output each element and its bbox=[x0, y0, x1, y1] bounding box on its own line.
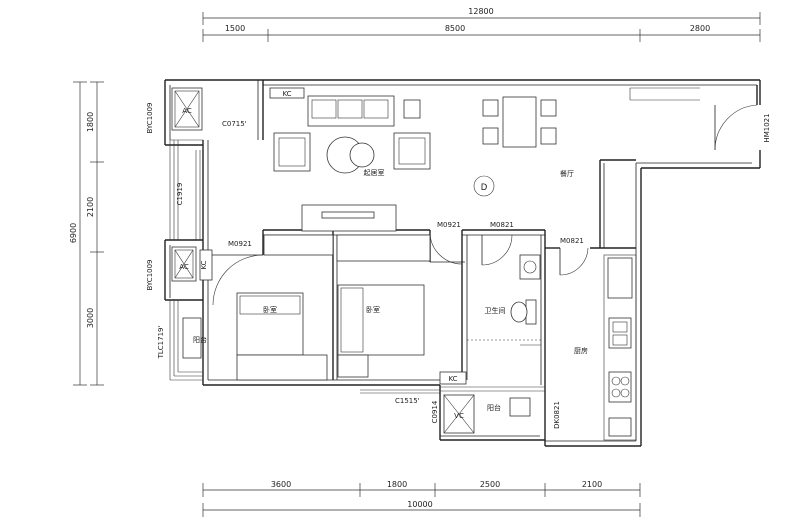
label-c1919: C1919 bbox=[176, 183, 184, 206]
kitchen-counter bbox=[603, 254, 637, 441]
kc-label-bottom: KC bbox=[448, 375, 457, 383]
doors bbox=[212, 104, 758, 430]
ac-label-top: AC bbox=[182, 107, 192, 115]
room-label-living: 起居室 bbox=[364, 168, 385, 177]
dim-bottom-seg-3: 2500 bbox=[480, 480, 500, 489]
dim-left-seg-1: 1800 bbox=[86, 112, 95, 132]
kc-label-mid: KC bbox=[200, 260, 208, 269]
ac-unit-top bbox=[171, 87, 203, 131]
dim-left-total: 6900 bbox=[69, 223, 78, 243]
label-m0921-left: M0921 bbox=[228, 240, 252, 248]
dim-top-seg-2: 8500 bbox=[445, 24, 465, 33]
sofa bbox=[307, 95, 421, 127]
kc-unit-top bbox=[269, 87, 305, 99]
label-c0914: C0914 bbox=[431, 400, 439, 423]
ac-unit-mid bbox=[171, 246, 213, 282]
dim-bottom-seg-2: 1800 bbox=[387, 480, 407, 489]
vc-unit bbox=[443, 394, 475, 434]
bed-right bbox=[337, 284, 425, 378]
dim-top-seg-3: 2800 bbox=[690, 24, 710, 33]
entry-cabinet bbox=[629, 87, 700, 101]
label-dk0821: DK0821 bbox=[553, 401, 561, 429]
label-byc1009-top: BYC1009 bbox=[146, 102, 154, 133]
top-dimension-lines bbox=[202, 12, 761, 42]
toilet bbox=[510, 299, 537, 325]
dim-top-seg-1: 1500 bbox=[225, 24, 245, 33]
washing-machine-left bbox=[182, 317, 202, 359]
room-label-bedroom-right: 卧室 bbox=[366, 305, 380, 314]
dim-top-total: 12800 bbox=[468, 7, 493, 16]
window-frames bbox=[169, 139, 545, 394]
bed-left bbox=[236, 292, 328, 381]
room-label-bedroom-left: 卧室 bbox=[263, 305, 277, 314]
wardrobe-right bbox=[336, 234, 431, 262]
washing-machine-bottom bbox=[509, 397, 531, 417]
ac-label-mid: AC bbox=[179, 263, 189, 271]
washbasin bbox=[519, 254, 541, 280]
label-byc1009-mid: BYC1009 bbox=[146, 259, 154, 290]
label-m0921-mid: M0921 bbox=[437, 221, 461, 229]
dim-bottom-total: 10000 bbox=[407, 500, 432, 509]
armchair-left bbox=[273, 132, 311, 172]
label-c0715: C0715' bbox=[222, 120, 247, 128]
outer-walls bbox=[164, 79, 761, 447]
dim-bottom-seg-4: 2100 bbox=[582, 480, 602, 489]
vc-label: VC bbox=[454, 412, 464, 420]
label-m0821-b: M0821 bbox=[560, 237, 584, 245]
unit-marker-circle bbox=[473, 175, 495, 197]
left-dimension-lines bbox=[73, 81, 104, 386]
room-label-bathroom: 卫生间 bbox=[485, 306, 506, 315]
label-tlc1719: TLC1719' bbox=[157, 326, 165, 360]
tv-console bbox=[301, 204, 397, 232]
room-label-balcony-bottom: 阳台 bbox=[487, 403, 501, 412]
label-c1515: C1515' bbox=[395, 397, 420, 405]
bottom-dimension-lines bbox=[202, 483, 641, 517]
coffee-table bbox=[326, 136, 375, 174]
unit-marker: D bbox=[481, 183, 488, 193]
dim-bottom-seg-1: 3600 bbox=[271, 480, 291, 489]
room-label-kitchen: 厨房 bbox=[574, 346, 588, 355]
wardrobe-left bbox=[263, 234, 334, 256]
room-label-balcony-left: 阳台 bbox=[193, 335, 207, 344]
kc-label-top: KC bbox=[282, 90, 291, 98]
label-m0821-a: M0821 bbox=[490, 221, 514, 229]
label-hm1021: HM1021 bbox=[763, 113, 771, 142]
dining-table bbox=[482, 96, 557, 148]
armchair-right bbox=[393, 132, 431, 170]
kc-unit-bottom bbox=[439, 371, 467, 385]
room-label-dining: 餐厅 bbox=[560, 169, 574, 178]
dim-left-seg-3: 3000 bbox=[86, 308, 95, 328]
dim-left-seg-2: 2100 bbox=[86, 197, 95, 217]
